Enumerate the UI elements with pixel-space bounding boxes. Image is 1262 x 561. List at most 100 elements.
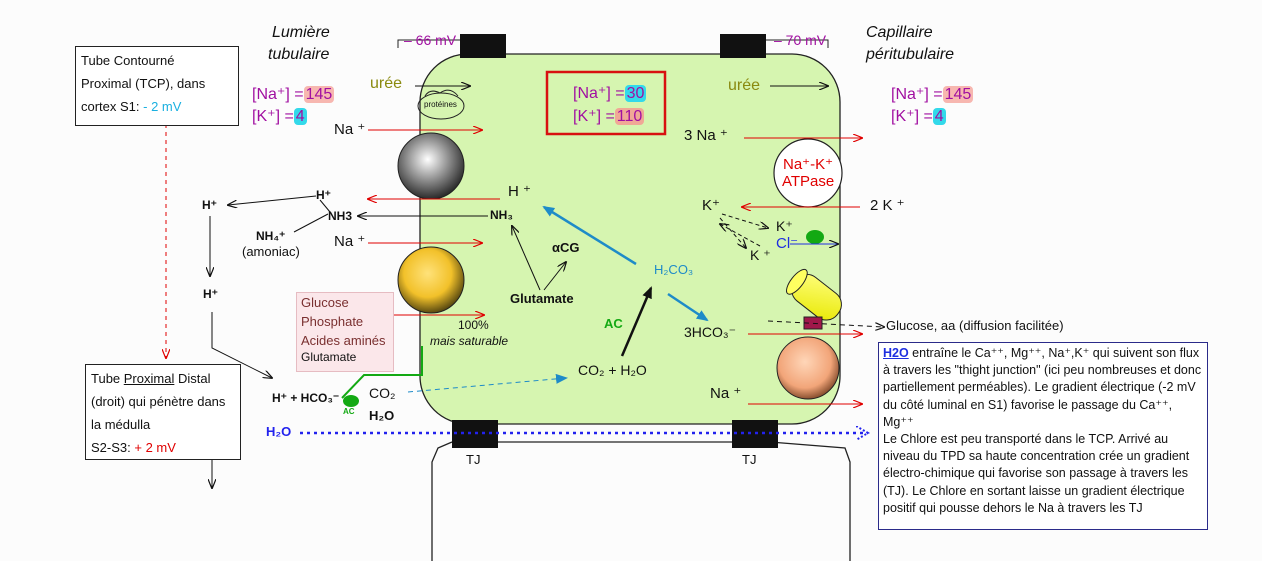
tcp-voltage: - 2 mV xyxy=(143,99,182,114)
tcp-line1: Tube Contourné xyxy=(81,53,175,68)
cap-k-conc: [K⁺] =4 xyxy=(891,108,946,125)
uree-right: urée xyxy=(728,77,761,94)
cl-channel-dot xyxy=(806,230,824,244)
voltage-bracket-right xyxy=(766,39,829,48)
k-cell-label-1: K⁺ xyxy=(702,197,720,214)
glucose-aa-label: Glucose, aa (diffusion facilitée) xyxy=(886,318,1064,333)
tpd-line1-prefix: Tube xyxy=(91,371,124,386)
note-box: H2O entraîne le Ca⁺⁺, Mg⁺⁺, Na⁺,K⁺ qui s… xyxy=(878,342,1208,530)
h-hco3-label: H⁺ + HCO₃⁻ xyxy=(272,391,340,405)
cell-na-value: 30 xyxy=(624,85,647,102)
tpd-line4: S2-S3: + 2 mV xyxy=(91,436,235,459)
pump-label-line2: ATPase xyxy=(782,173,835,190)
k-dashed-3 xyxy=(720,224,761,247)
co2-h2o-label: CO₂ + H₂O xyxy=(578,362,647,378)
tj-left-label: TJ xyxy=(466,452,481,467)
tpd-line2: (droit) qui pénètre dans xyxy=(91,394,226,409)
alpha-cg-label: αCG xyxy=(552,240,580,255)
na-bottom-right-label: Na ⁺ xyxy=(710,385,742,402)
nh3-cell-label: NH₃ xyxy=(490,208,513,222)
glutamate-label: Glutamate xyxy=(510,291,574,306)
h2co3-label: H₂CO₃ xyxy=(654,262,694,277)
pump-label-line1: Na⁺-K⁺ xyxy=(783,156,834,173)
voltage-left: – 66 mV xyxy=(404,32,457,48)
tj-right-label: TJ xyxy=(742,452,757,467)
cell-k-conc: [K⁺] =110 xyxy=(573,108,645,125)
ac-enzyme-dot xyxy=(343,395,359,407)
transporter-peach xyxy=(776,336,840,400)
h2o-blue-label: H₂O xyxy=(266,424,292,439)
h-cell-label: H ⁺ xyxy=(508,183,531,200)
amoniac-label: (amoniac) xyxy=(242,244,300,259)
glutamate-to-acg xyxy=(543,262,566,291)
h-lower-left-label: H⁺ xyxy=(203,287,218,301)
glutamate-to-nh3 xyxy=(512,226,541,291)
lumen-na-conc: [Na⁺] =145 xyxy=(252,86,335,103)
k-dashed-1 xyxy=(721,213,768,228)
three-hco3-label: 3HCO₃⁻ xyxy=(684,324,736,340)
cap-na-conc: [Na⁺] =145 xyxy=(891,86,974,103)
capillaire-line2: péritubulaire xyxy=(866,46,955,63)
tight-junction-top-left xyxy=(460,34,506,58)
note-text1: entraîne le Ca⁺⁺, Mg⁺⁺, Na⁺,K⁺ qui suive… xyxy=(883,346,1202,429)
h-to-nh3 xyxy=(319,199,331,213)
h-to-hco3-arrow xyxy=(211,312,272,378)
tpd-line3: la médulla xyxy=(91,417,151,432)
tpd-box: Tube Proximal Distal (droit) qui pénètre… xyxy=(85,364,241,460)
proteines-label: protéines xyxy=(424,100,457,109)
h2co3-to-h-arrow xyxy=(542,205,637,266)
ac-cell-label: AC xyxy=(604,316,623,331)
h-far-left-label: H⁺ xyxy=(202,198,217,212)
tcp-line3-prefix: cortex S1: xyxy=(81,99,144,114)
proteins-squiggle xyxy=(424,89,459,97)
percent-label: 100% xyxy=(458,318,489,332)
tcp-line2: Proximal (TCP), dans xyxy=(81,76,206,91)
ac-green-line xyxy=(341,346,423,399)
transporter-grey xyxy=(397,132,465,200)
glucose-group-line4: Glutamate xyxy=(301,350,357,364)
h-left-label: H⁺ xyxy=(316,188,331,202)
h-to-h-far-left xyxy=(228,195,317,205)
lumen-na-value: 145 xyxy=(303,86,335,103)
cell-na-conc: [Na⁺] =30 xyxy=(573,85,647,102)
proteins-ellipse xyxy=(417,92,465,120)
tpd-line1-underlined: Proximal xyxy=(123,371,175,386)
co2-small-label: CO₂ xyxy=(369,385,396,401)
voltage-bracket-left xyxy=(397,39,460,48)
cell-concentration-frame xyxy=(545,70,667,136)
nh4-label: NH₄⁺ xyxy=(256,229,286,243)
cell-k-value: 110 xyxy=(614,108,645,125)
h2o-small-label: H₂O xyxy=(369,408,395,423)
two-k-label: 2 K ⁺ xyxy=(870,197,905,214)
uree-left: urée xyxy=(370,75,403,92)
transporter-yellow xyxy=(397,246,465,314)
cap-na-value: 145 xyxy=(942,86,974,103)
saturable-label: mais saturable xyxy=(430,334,509,348)
co2-to-h2co3-arrow xyxy=(620,286,653,357)
na-top-label: Na ⁺ xyxy=(334,121,366,138)
glucose-group-line1: Glucose xyxy=(301,295,349,310)
k-cell-label-2: K⁺ xyxy=(776,218,793,234)
glucose-group-line3: Acides aminés xyxy=(301,333,386,348)
capillaire-line1: Capillaire xyxy=(866,24,933,41)
tpd-line4-prefix: S2-S3: xyxy=(91,440,135,455)
ac-small-label: AC xyxy=(343,407,355,416)
na-mid-label: Na ⁺ xyxy=(334,233,366,250)
note-title: H2O xyxy=(883,346,909,360)
nh3-left-label: NH3 xyxy=(328,209,353,223)
glucose-group-box: Glucose Phosphate Acides aminés Glutamat… xyxy=(296,292,394,372)
tcp-box: Tube Contourné Proximal (TCP), dans cort… xyxy=(75,46,239,126)
tcp-line3: cortex S1: - 2 mV xyxy=(81,95,233,118)
note-text2: Le Chlore est peu transporté dans le TCP… xyxy=(883,432,1190,515)
tight-junction-top-right xyxy=(720,34,766,58)
tpd-voltage: + 2 mV xyxy=(134,440,176,455)
voltage-right: – 70 mV xyxy=(774,32,827,48)
glucose-group-line2: Phosphate xyxy=(301,314,364,329)
glucose-facilitated-dashed xyxy=(767,320,884,327)
k-cell-label-3: K ⁺ xyxy=(750,247,771,263)
lumiere-line2: tubulaire xyxy=(268,46,330,63)
lumen-k-value: 4 xyxy=(293,108,307,125)
lumen-k-conc: [K⁺] =4 xyxy=(252,108,307,125)
cell-body xyxy=(419,53,841,425)
